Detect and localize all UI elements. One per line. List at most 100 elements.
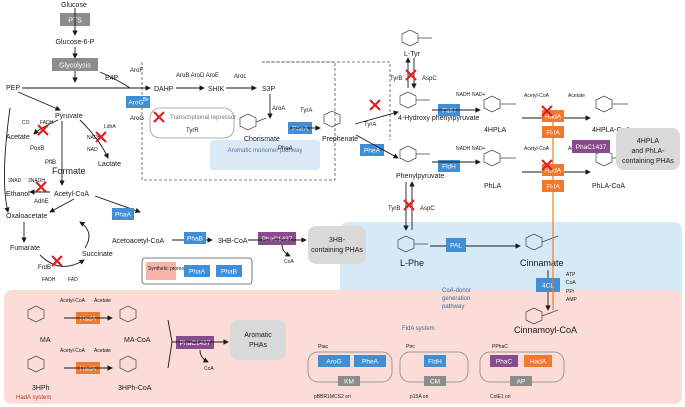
- fumarate-label: Fumarate: [10, 245, 40, 252]
- dahp-label: DAHP: [154, 86, 174, 93]
- hpla-structure: [483, 95, 516, 113]
- shik-label: SHIK: [208, 86, 225, 93]
- arog-fbr-box: [126, 96, 150, 108]
- chorismate-label: Chorismate: [244, 136, 280, 143]
- nad2-label: NAD+: [472, 146, 486, 152]
- prephenate-label: Prephenate: [322, 136, 358, 143]
- fldh2-box: [438, 160, 460, 172]
- repressor-label: Transcriptional repressor: [170, 115, 236, 121]
- phea-fbr-label: PheA: [292, 126, 309, 133]
- phaa-gene-box: [184, 265, 210, 277]
- svg-text:pBBR1MCS2 ori: pBBR1MCS2 ori: [314, 394, 351, 400]
- fldh-label: FldH: [442, 108, 456, 115]
- phenylpyruvate-structure: [399, 145, 430, 163]
- s3p-label: S3P: [262, 86, 276, 93]
- atp-label: ATP: [566, 272, 576, 278]
- plasmid-1: Ptac AroG PheA KM pBBR1MCS2 ori: [307, 344, 393, 400]
- hada-hpla-label: HadA: [545, 114, 562, 121]
- phac-hpla-label: PhaC1437: [576, 144, 607, 151]
- arof-label: AroF: [130, 68, 143, 74]
- nadh-hpla-label: NADH: [456, 92, 471, 98]
- hpla-product-box: [616, 128, 680, 170]
- fourcl-label: 4CL: [542, 283, 554, 290]
- aspc2-label: AspC: [420, 206, 435, 212]
- svg-text:FldH: FldH: [428, 359, 442, 366]
- arog-label: AroG: [130, 116, 144, 122]
- coa-4cl-label: CoA: [566, 280, 576, 286]
- acetoacetyl-label: Acetoacetyl-CoA: [112, 238, 164, 245]
- plasmid-3: PPhaC PhaC HadA AP ColE1 ori: [479, 344, 565, 400]
- svg-text:p15A ori: p15A ori: [410, 394, 428, 400]
- poxb-knockout-icon: [37, 124, 49, 136]
- hada-system-panel: [4, 290, 682, 404]
- synthetic-promoter-label: Synthetic promoter: [148, 266, 190, 272]
- phab-gene-label: PhaB: [221, 269, 237, 276]
- tyrr-knockout-icon: [153, 111, 165, 123]
- cinnamoyl-label: Cinnamoyl-CoA: [514, 325, 577, 335]
- fourcl-box: [536, 278, 560, 292]
- succinate-label: Succinate: [82, 251, 113, 258]
- glycolysis-label: Glycolysis: [59, 63, 91, 70]
- phab-label: PhaB: [187, 236, 203, 243]
- regulation-dash-box: [141, 61, 336, 181]
- phab-box: [184, 232, 206, 244]
- cinnamate-label: Cinnamate: [520, 258, 564, 268]
- hada2-hpla-knockout-icon: [541, 159, 553, 171]
- plasmid-2: Ptrc FldH CM p15A ori: [399, 344, 469, 400]
- aromatic-product-box: [230, 320, 286, 360]
- aromatic-pathway-label: Aromatic monomer pathway: [228, 148, 303, 154]
- hplacoa-structure: [595, 95, 628, 113]
- pflb-label: PflB: [45, 160, 56, 166]
- phlacoa-label: PhLA-CoA: [592, 183, 625, 190]
- fadh2-label: FADH: [40, 120, 54, 126]
- hbcoa-label: 3HB-CoA: [218, 238, 248, 245]
- oxaloacetate-label: Oxaloacetate: [6, 213, 47, 220]
- svg-text:PheA: PheA: [362, 359, 379, 366]
- ldha-knockout-icon: [95, 131, 107, 143]
- acetylcoa2-hada-label: Acetyl-CoA: [60, 348, 86, 354]
- macoa-structure: [119, 305, 137, 323]
- tyra-knockout-icon: [369, 99, 381, 111]
- phac-hb-label: PhaC1437: [262, 236, 293, 243]
- co2-label: CO: [22, 120, 30, 126]
- glucose6p-label: Glucose-6-P: [56, 39, 95, 46]
- lphe-structure: [397, 235, 428, 253]
- acetate-hpla-label: Acetate: [568, 93, 585, 99]
- phaa-enzyme-box: [112, 208, 134, 220]
- hb-product-box: [308, 226, 366, 264]
- aspc-label: AspC: [422, 76, 437, 82]
- cinnamoyl-structure: [525, 307, 559, 325]
- hphcoa-structure: [119, 355, 137, 373]
- tyra2-label: TyrA: [364, 122, 376, 128]
- nad3-label: 3NAD: [8, 178, 22, 184]
- phac-hpla-box: [572, 140, 610, 153]
- nad-hpla-label: NAD+: [472, 92, 486, 98]
- svg-text:Ptrc: Ptrc: [406, 344, 415, 350]
- amp-label: AMP: [566, 297, 578, 303]
- nadh3-label: 3NADH: [28, 178, 45, 184]
- aromatic-monomer-panel: [210, 140, 320, 170]
- ppi-label: PPi: [566, 289, 574, 295]
- acetylcoa-label: Acetyl-CoA: [54, 191, 89, 198]
- svg-text:Ptac: Ptac: [318, 344, 329, 350]
- phaa-label: PhaA: [115, 212, 132, 219]
- fldh2-label: FldH: [442, 164, 456, 171]
- phac-hada-box: [176, 336, 214, 349]
- nadh-ldh-label: NADH: [87, 135, 102, 141]
- phac-hada-label: PhaC1437: [180, 340, 211, 347]
- frdb-knockout-icon: [51, 255, 63, 267]
- acetylcoa2-hpla-label: Acetyl-CoA: [524, 146, 550, 152]
- aroa-label: AroA: [272, 106, 285, 112]
- coa-donor-label-1: CoA-donor: [442, 288, 471, 294]
- hb-product-label-2: containing PHAs: [311, 247, 363, 254]
- phea-fbr2-label: PheA: [364, 148, 381, 155]
- coa-donor-label-2: generation: [442, 296, 470, 302]
- tyra-label: TyrA: [300, 108, 312, 114]
- tyrb2-label: TyrB: [388, 206, 400, 212]
- hada-hpla-knockout-icon: [541, 105, 553, 117]
- hada-label: HadA: [80, 316, 97, 323]
- aromatic-product-label-2: PHAs: [249, 342, 267, 349]
- adhe-label: AdhE: [34, 199, 49, 205]
- nad-ldh-label: NAD: [87, 147, 98, 153]
